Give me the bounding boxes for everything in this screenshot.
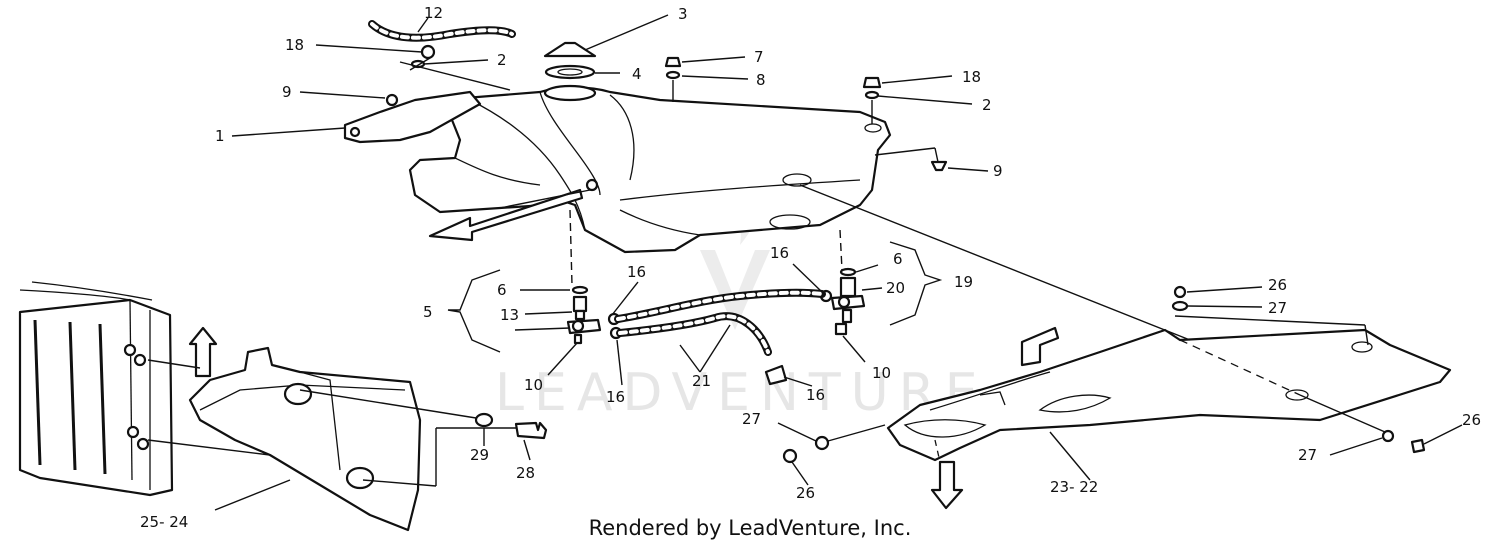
fuel-petcock-right (819, 267, 866, 336)
callout-16-top-right: 16 (770, 244, 789, 262)
washer-27-top (1171, 300, 1189, 312)
callout-21: 21 (692, 372, 711, 390)
callout-6-left: 6 (497, 281, 507, 299)
callout-26-left: 26 (796, 484, 815, 502)
vent-hose (368, 20, 516, 42)
cap-gasket (544, 64, 596, 80)
callout-7: 7 (754, 48, 764, 66)
watermark-logo-icon (700, 250, 770, 330)
callout-26-top: 26 (1268, 276, 1287, 294)
damper-9-right (930, 160, 948, 172)
callout-23-22: 23- 22 (1050, 478, 1098, 496)
leader-lines (147, 14, 1463, 511)
callout-16-bottom-right: 16 (806, 386, 825, 404)
callout-28: 28 (516, 464, 535, 482)
callout-18-right: 18 (962, 68, 981, 86)
direction-arrow-up-icon (188, 326, 218, 378)
bolt-18-right (862, 76, 882, 89)
fuel-filler-neck (543, 84, 597, 102)
bolt-26-left (782, 448, 798, 464)
callout-16-top-left: 16 (627, 263, 646, 281)
callout-9-left: 9 (282, 83, 292, 101)
callout-27-top: 27 (1268, 299, 1287, 317)
tank-bracket (343, 90, 482, 144)
watermark-text: LEADVENTURE (495, 363, 988, 423)
callout-13: 13 (500, 306, 519, 324)
washer-27-right (1381, 429, 1395, 443)
callout-2-right: 2 (982, 96, 992, 114)
callout-5: 5 (423, 303, 433, 321)
callout-27-left: 27 (742, 410, 761, 428)
radiator-shroud (188, 346, 422, 532)
callout-12: 12 (424, 4, 443, 22)
hose-clamp (764, 364, 788, 386)
side-cover (886, 328, 1452, 462)
callout-3: 3 (678, 5, 688, 23)
fuel-hoses (614, 288, 826, 356)
callout-20: 20 (886, 279, 905, 297)
bolt-26-right (1410, 438, 1426, 454)
callout-10-left: 10 (524, 376, 543, 394)
callout-19: 19 (954, 273, 973, 291)
callout-10-right: 10 (872, 364, 891, 382)
callout-8: 8 (756, 71, 766, 89)
callout-27-right: 27 (1298, 446, 1317, 464)
callout-18-left: 18 (285, 36, 304, 54)
grommet-29 (474, 412, 494, 428)
fuel-cap (543, 41, 597, 58)
screw-7 (664, 56, 682, 68)
callout-6-right: 6 (893, 250, 903, 268)
direction-arrow-left-icon (428, 188, 584, 242)
bolt-26-top (1173, 285, 1187, 299)
bolt-28 (514, 421, 548, 440)
callout-2-left: 2 (497, 51, 507, 69)
footer-credit: Rendered by LeadVenture, Inc. (588, 516, 912, 540)
fuel-petcock-left (566, 285, 623, 345)
radiator (18, 281, 174, 497)
bolt-18-left (420, 44, 436, 60)
direction-arrow-down-icon (930, 460, 964, 510)
callout-16-bottom-left: 16 (606, 388, 625, 406)
callout-25-24: 25- 24 (140, 513, 188, 531)
washer-27-left (814, 435, 830, 451)
callout-26-right: 26 (1462, 411, 1481, 429)
callout-4: 4 (632, 65, 642, 83)
washer-2-right (864, 90, 880, 100)
callout-9-right: 9 (993, 162, 1003, 180)
direction-arrow-right-icon (1020, 326, 1060, 367)
washer-8 (665, 70, 681, 80)
callout-labels: 12 3 18 2 4 7 8 18 2 9 1 9 6 16 5 13 10 … (140, 4, 1481, 531)
fuel-tank (408, 84, 892, 254)
callout-29: 29 (470, 446, 489, 464)
callout-1: 1 (215, 127, 225, 145)
